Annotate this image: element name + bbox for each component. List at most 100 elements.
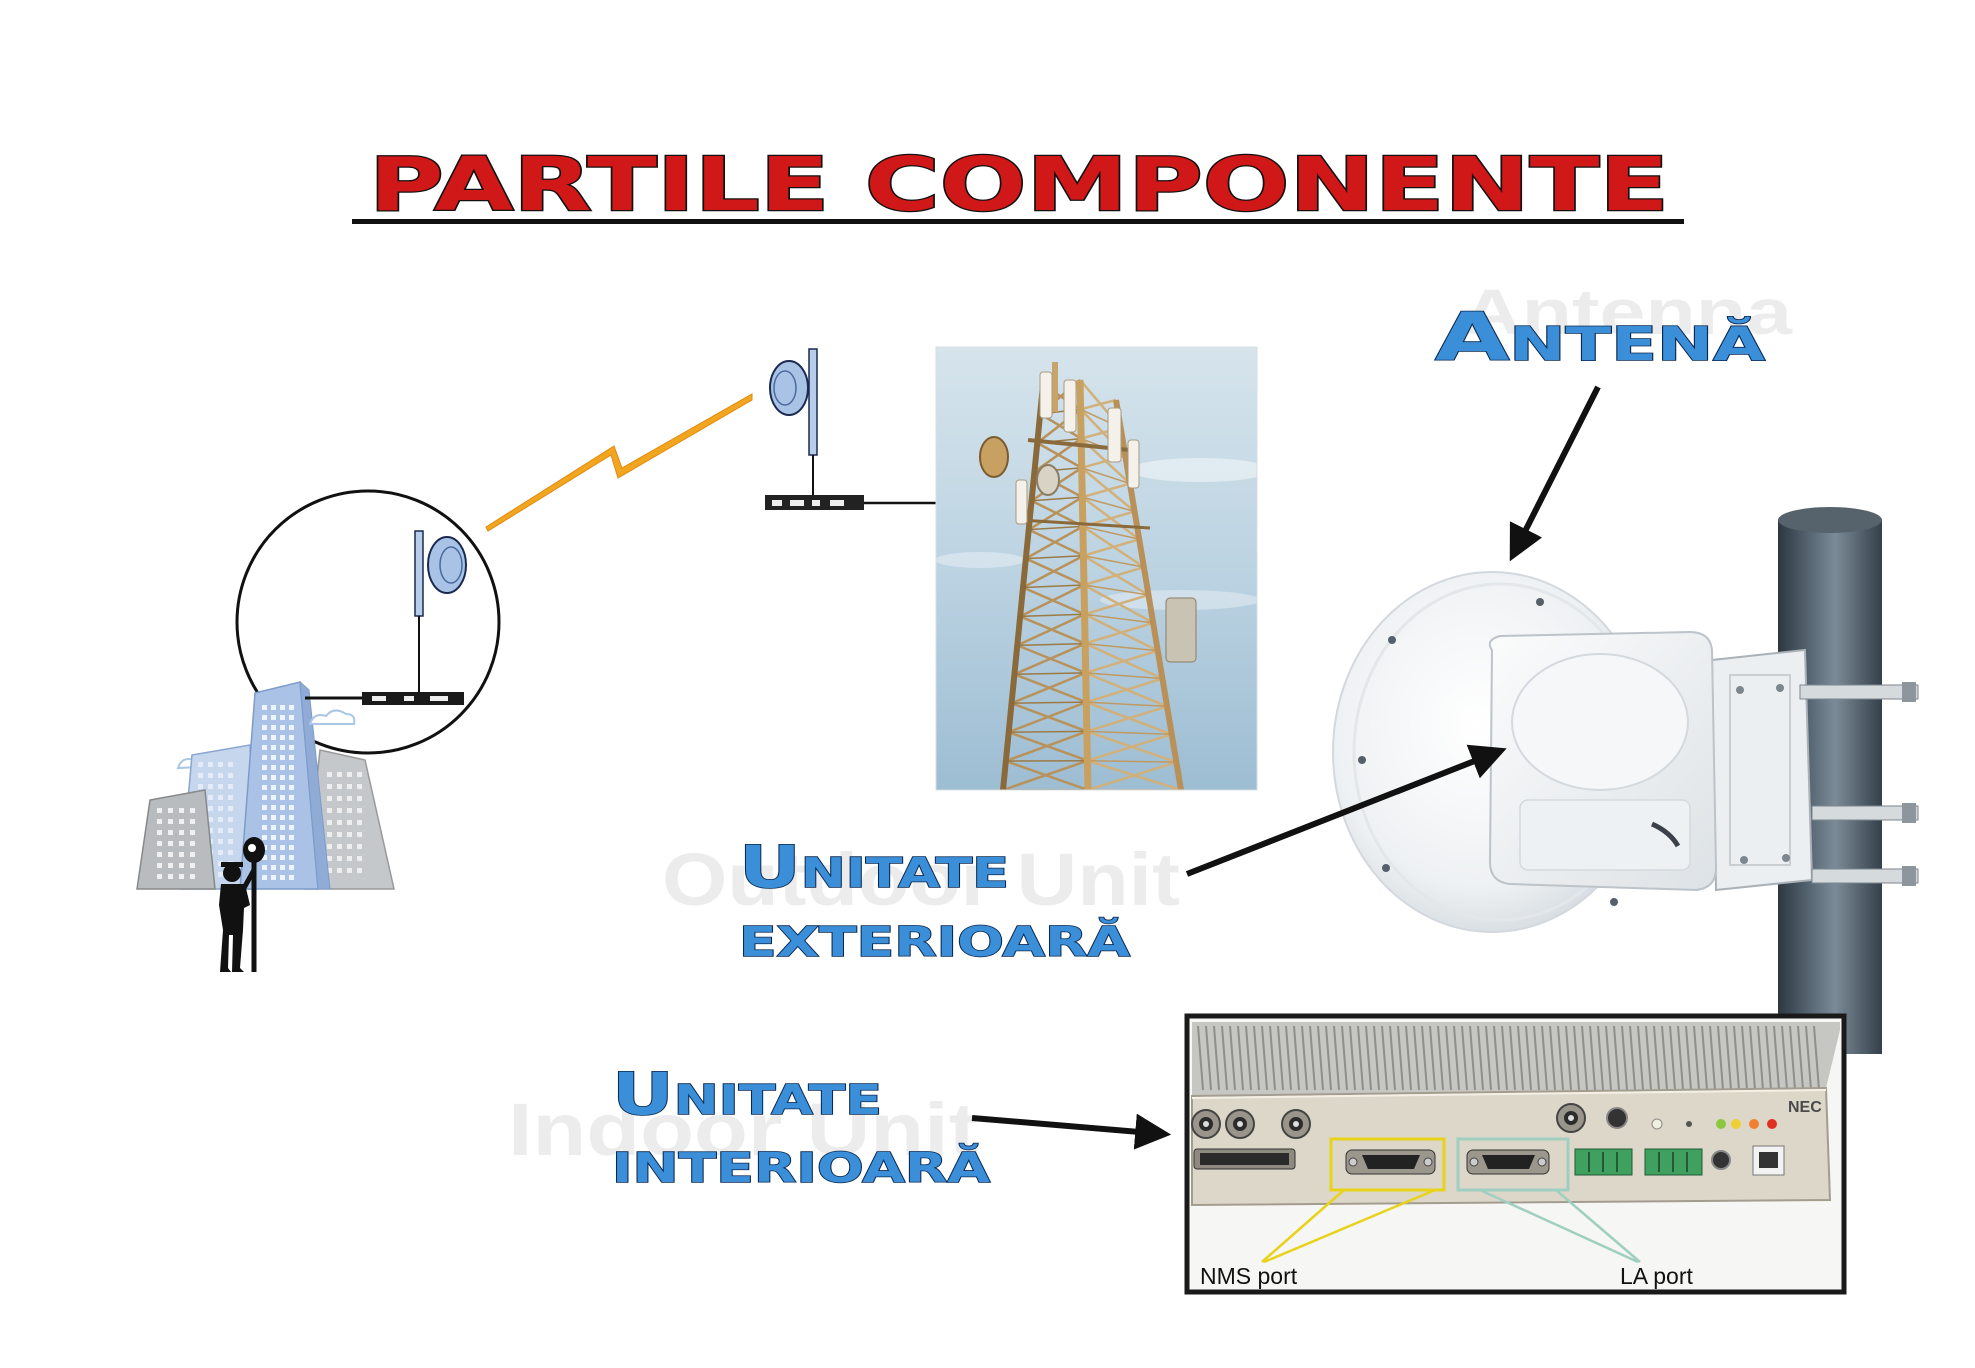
- building-window: [190, 808, 195, 813]
- building-window: [218, 817, 223, 822]
- building-window: [337, 784, 342, 789]
- tower-leg: [1076, 379, 1092, 790]
- tower-strut: [1085, 672, 1163, 680]
- building-window: [218, 828, 223, 833]
- building-window: [289, 875, 294, 880]
- building-window: [228, 784, 233, 789]
- device-front-panel: [1191, 1086, 1832, 1207]
- tower-brace: [1086, 730, 1177, 764]
- tower-panel-antenna: [1015, 479, 1028, 525]
- la-port-label: LA port: [1620, 1263, 1693, 1289]
- pole-clamp: [1799, 682, 1919, 886]
- site-indoor-box-detail: [372, 696, 386, 701]
- building-window: [327, 808, 332, 813]
- building-window: [289, 735, 294, 740]
- building-window: [228, 850, 233, 855]
- building-window: [198, 762, 203, 767]
- sky-cloud: [1130, 458, 1257, 482]
- tower-photo-sky: [936, 347, 1257, 790]
- nms-port-leader: [1263, 1188, 1436, 1264]
- clamp-bar: [1811, 868, 1919, 884]
- building-window: [271, 815, 276, 820]
- la-port-leader: [1479, 1188, 1639, 1264]
- tower-brace: [1084, 613, 1159, 652]
- building-window: [289, 775, 294, 780]
- tower-leg: [1000, 384, 1046, 790]
- building-window: [289, 845, 294, 850]
- building-window: [271, 835, 276, 840]
- vent-rib: [1557, 1025, 1564, 1091]
- vent-rib: [1541, 1025, 1548, 1091]
- tower-platform: [1019, 518, 1151, 530]
- vent-rib: [1741, 1025, 1748, 1091]
- building-window: [280, 765, 285, 770]
- vent-rib: [1749, 1025, 1756, 1091]
- vent-rib: [1301, 1025, 1308, 1091]
- ghost-label-indoor-unit: Indoor Unit: [508, 1088, 978, 1171]
- bnc-connector-icon: [1225, 1109, 1255, 1139]
- building-window: [337, 856, 342, 861]
- building-window: [280, 855, 285, 860]
- indoor-unit-device: NEC NMS port LA port: [1191, 1022, 1840, 1289]
- nms-db9-connector-icon: [1345, 1149, 1436, 1175]
- building-window: [262, 835, 267, 840]
- tower-strut: [1086, 701, 1168, 708]
- building-window: [280, 775, 285, 780]
- site-indoor-box-detail: [430, 696, 448, 701]
- building-window: [218, 784, 223, 789]
- vent-rib: [1205, 1025, 1212, 1091]
- building-window: [228, 773, 233, 778]
- bnc-connector-icon: [1191, 1109, 1221, 1139]
- device-panel-edge: [1191, 1089, 1827, 1099]
- tower-strut: [1028, 525, 1083, 531]
- building-window: [337, 868, 342, 873]
- indoor-unit-photo-frame: [1184, 1013, 1847, 1295]
- building-window: [347, 796, 352, 801]
- vent-rib: [1669, 1025, 1676, 1091]
- vent-rib: [1709, 1025, 1716, 1091]
- vent-rib: [1213, 1025, 1220, 1091]
- ghost-label-antenna: Antenna: [1462, 276, 1793, 348]
- ground-screw-icon: [1711, 1150, 1731, 1170]
- building-window: [271, 765, 276, 770]
- dish-bolt: [1610, 898, 1618, 906]
- building-window: [262, 715, 267, 720]
- vent-rib: [1701, 1025, 1708, 1091]
- building-window: [280, 725, 285, 730]
- building-window: [157, 841, 162, 846]
- remote-antenna-pole: [808, 348, 818, 456]
- page-title: PARTILE COMPONENTE: [352, 141, 1684, 229]
- remote-antenna-dish-inner: [773, 370, 797, 406]
- arrow-to-indoor-unit: [971, 1113, 1172, 1150]
- radio-link-lightning-icon: [485, 393, 753, 532]
- vent-rib: [1733, 1025, 1740, 1091]
- dish-bolt: [1382, 864, 1390, 872]
- building-window: [208, 806, 213, 811]
- vent-rib: [1765, 1025, 1772, 1091]
- building-window: [262, 765, 267, 770]
- building-window: [179, 808, 184, 813]
- nms-port-leader: [1261, 1189, 1345, 1263]
- building-window: [218, 861, 223, 866]
- technician-body: [219, 884, 250, 972]
- vent-rib: [1469, 1025, 1476, 1091]
- building-window: [357, 772, 362, 777]
- label-outdoor-unit-line1: Unitate: [739, 833, 1009, 901]
- technician-hat: [221, 862, 243, 867]
- building-window: [347, 784, 352, 789]
- outdoor-unit-cable: [1650, 821, 1681, 848]
- vent-rib: [1277, 1025, 1284, 1091]
- building-window: [289, 765, 294, 770]
- building-window: [179, 819, 184, 824]
- technician-head: [223, 864, 241, 882]
- building-window: [271, 845, 276, 850]
- building-window: [280, 745, 285, 750]
- remote-indoor-box-detail: [772, 500, 782, 506]
- vent-rib: [1285, 1025, 1292, 1091]
- building-window: [208, 828, 213, 833]
- building-window: [289, 745, 294, 750]
- building-window: [289, 855, 294, 860]
- building-window: [347, 832, 352, 837]
- vent-rib: [1389, 1025, 1396, 1091]
- vent-rib: [1445, 1025, 1452, 1091]
